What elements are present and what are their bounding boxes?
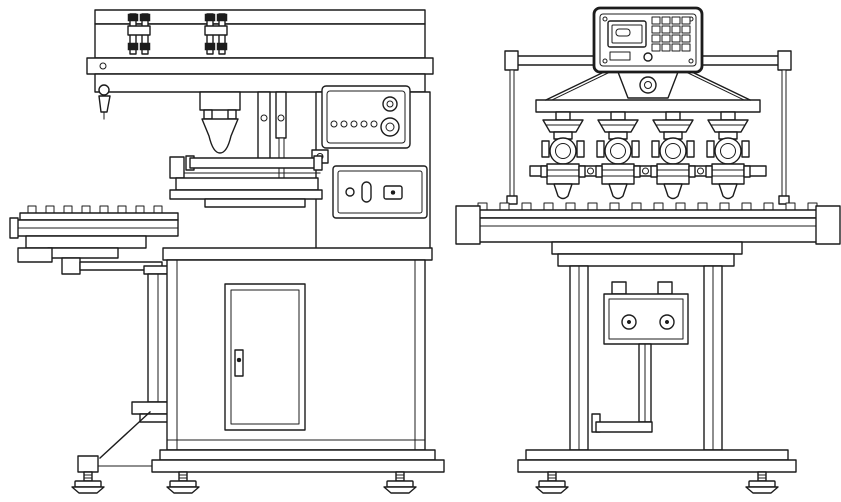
indicator-dot [340,120,348,128]
head-crossbar [529,165,767,177]
table-support-arm [61,257,179,423]
pedal-bar [595,421,653,433]
head-mounting-plate [535,99,761,113]
hmi-button [643,52,653,62]
work-table [169,155,323,208]
leveling-foot [383,471,417,494]
control-panel [321,85,411,149]
print-head-3 [650,111,696,200]
indicator-dot [330,120,338,128]
conveyor-table [455,202,841,245]
guide-rail-right [204,13,228,55]
print-pad-unit [199,91,241,154]
head-sensor [98,84,111,120]
hmi-keypad [651,16,691,52]
indicator-dot [370,120,378,128]
switch-panel [332,165,428,219]
front-view [455,6,841,494]
base-front [517,449,797,473]
leveling-foot [166,471,200,494]
base-side [77,411,445,473]
print-head-4 [705,111,751,200]
indicator-dot [350,120,358,128]
panel-screw [688,58,694,64]
side-view [9,9,445,494]
panel-screw [602,58,608,64]
print-head-1 [540,111,586,200]
side-table [9,205,179,263]
indicator-dot [360,120,368,128]
leveling-foot [745,471,779,494]
print-head-2 [595,111,641,200]
table-riser [551,241,743,255]
clamp-mechanism [591,281,689,433]
cabinet-door [224,283,306,431]
panel-mount [545,71,751,101]
guide-rail-left [127,13,151,55]
hmi-screen [607,20,647,48]
stand [557,253,735,451]
switch-indicator [345,187,355,197]
toggle-switch [361,181,372,203]
head-housing [86,9,434,93]
leveling-foot [535,471,569,494]
hmi-slot [609,51,631,61]
panel-screw [602,16,608,22]
hmi-panel [592,6,704,74]
leveling-foot [71,471,105,494]
door-handle [234,349,244,377]
